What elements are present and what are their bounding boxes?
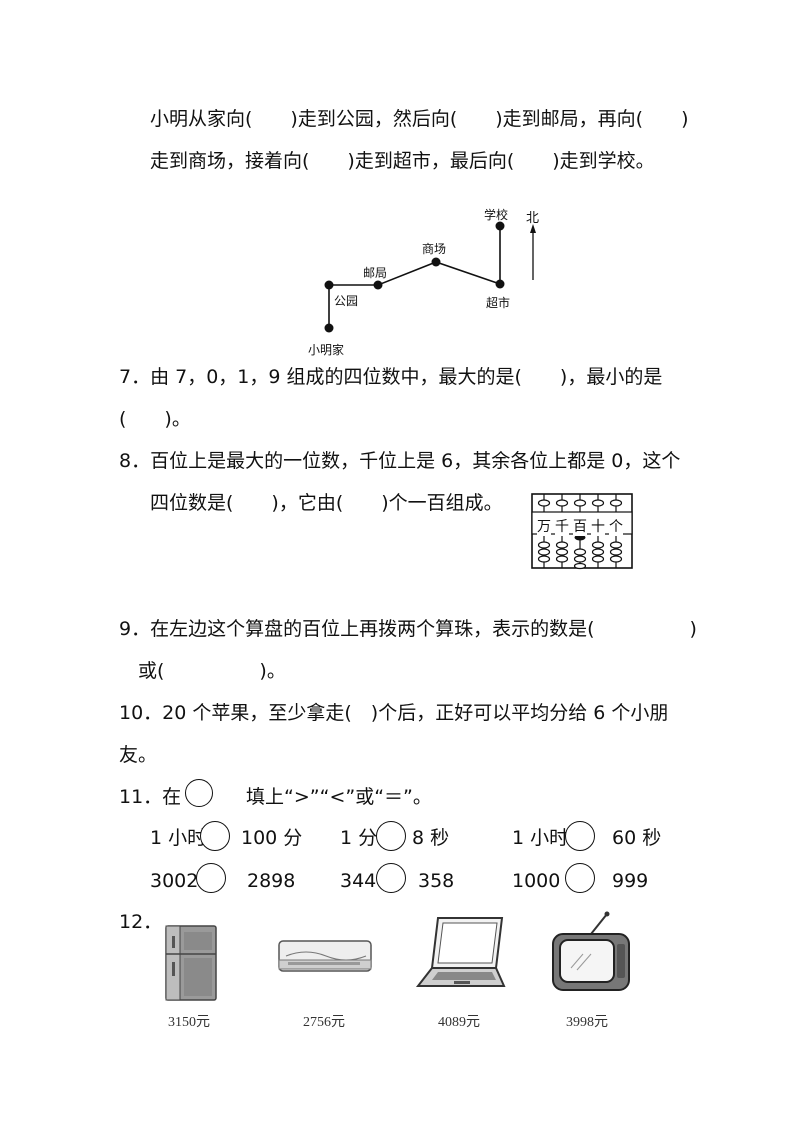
television-icon <box>552 911 630 991</box>
q6-line1: 小明从家向( )走到公园，然后向( )走到邮局，再向( ) <box>150 108 689 130</box>
q11-prefix: 11．在 <box>119 786 182 808</box>
price-laptop: 4089元 <box>438 1015 480 1030</box>
q6-line2: 走到商场，接着向( )走到超市，最后向( )走到学校。 <box>150 150 655 172</box>
map-label-home: 小明家 <box>308 343 345 357</box>
route-map <box>324 221 536 333</box>
laptop-icon <box>415 917 506 987</box>
q11-r2-c3-left: 1000 <box>512 870 561 892</box>
q7-line1: 7．由 7，0，1，9 组成的四位数中，最大的是( )，最小的是 <box>119 366 663 388</box>
price-television: 3998元 <box>566 1015 608 1030</box>
q11-answer-circle[interactable] <box>565 821 595 851</box>
q11-answer-circle[interactable] <box>200 821 230 851</box>
q10-line2: 友。 <box>119 744 158 766</box>
price-fridge: 3150元 <box>168 1015 210 1030</box>
map-label-school: 学校 <box>484 208 509 222</box>
school-point <box>495 221 505 231</box>
air-conditioner-icon <box>278 940 372 972</box>
q8-line1: 8．百位上是最大的一位数，千位上是 6，其余各位上都是 0，这个 <box>119 450 681 472</box>
map-label-post: 邮局 <box>363 266 388 280</box>
supermarket-point <box>495 279 505 289</box>
q11-answer-circle[interactable] <box>376 863 406 893</box>
fridge-icon <box>165 925 217 1001</box>
q11-answer-circle[interactable] <box>196 863 226 893</box>
q11-r2-c1-right: 2898 <box>247 870 296 892</box>
north-arrow-icon <box>530 224 536 280</box>
map-label-park: 公园 <box>334 294 359 308</box>
q11-r1-c2-left: 1 分 <box>340 827 378 849</box>
q11-r1-c3-left: 1 小时 <box>512 827 569 849</box>
abacus-place-bai: 百 <box>573 516 587 536</box>
q11-r1-c1-left: 1 小时 <box>150 827 207 849</box>
abacus-place-shi: 十 <box>591 516 605 536</box>
q7-line2: ( )。 <box>119 408 191 430</box>
q8-line2: 四位数是( )，它由( )个一百组成。 <box>150 492 503 514</box>
abacus-place-ge: 个 <box>609 516 623 536</box>
q11-r2-c1-left: 3002 <box>150 870 199 892</box>
map-label-mall: 商场 <box>422 242 447 256</box>
q11-suffix: 填上“>”“<”或“＝”。 <box>246 786 432 808</box>
abacus-place-qian: 千 <box>555 516 569 536</box>
q11-r2-c2-right: 358 <box>418 870 455 892</box>
map-label-supermarket: 超市 <box>486 296 511 310</box>
q11-answer-circle[interactable] <box>376 821 406 851</box>
q12-label: 12． <box>119 911 163 933</box>
q11-r1-c1-right: 100 分 <box>241 827 303 849</box>
q11-r2-c2-left: 344 <box>340 870 377 892</box>
park-point <box>324 280 334 290</box>
q11-answer-circle[interactable] <box>565 863 595 893</box>
q11-r1-c3-right: 60 秒 <box>612 827 662 849</box>
abacus-place-wan: 万 <box>537 516 551 536</box>
q11-circle-example <box>185 779 213 807</box>
price-air-conditioner: 2756元 <box>303 1015 345 1030</box>
mall-point <box>431 257 441 267</box>
post-point <box>373 280 383 290</box>
map-label-north: 北 <box>526 211 540 226</box>
q11-r1-c2-right: 8 秒 <box>412 827 450 849</box>
abacus-counted-bead <box>574 534 586 541</box>
home-point <box>324 323 334 333</box>
q9-line2: 或( )。 <box>138 660 286 682</box>
q9-line1: 9．在左边这个算盘的百位上再拨两个算珠，表示的数是( ) <box>119 618 697 640</box>
q10-line1: 10．20 个苹果，至少拿走( )个后，正好可以平均分给 6 个小朋 <box>119 702 669 724</box>
q11-r2-c3-right: 999 <box>612 870 649 892</box>
